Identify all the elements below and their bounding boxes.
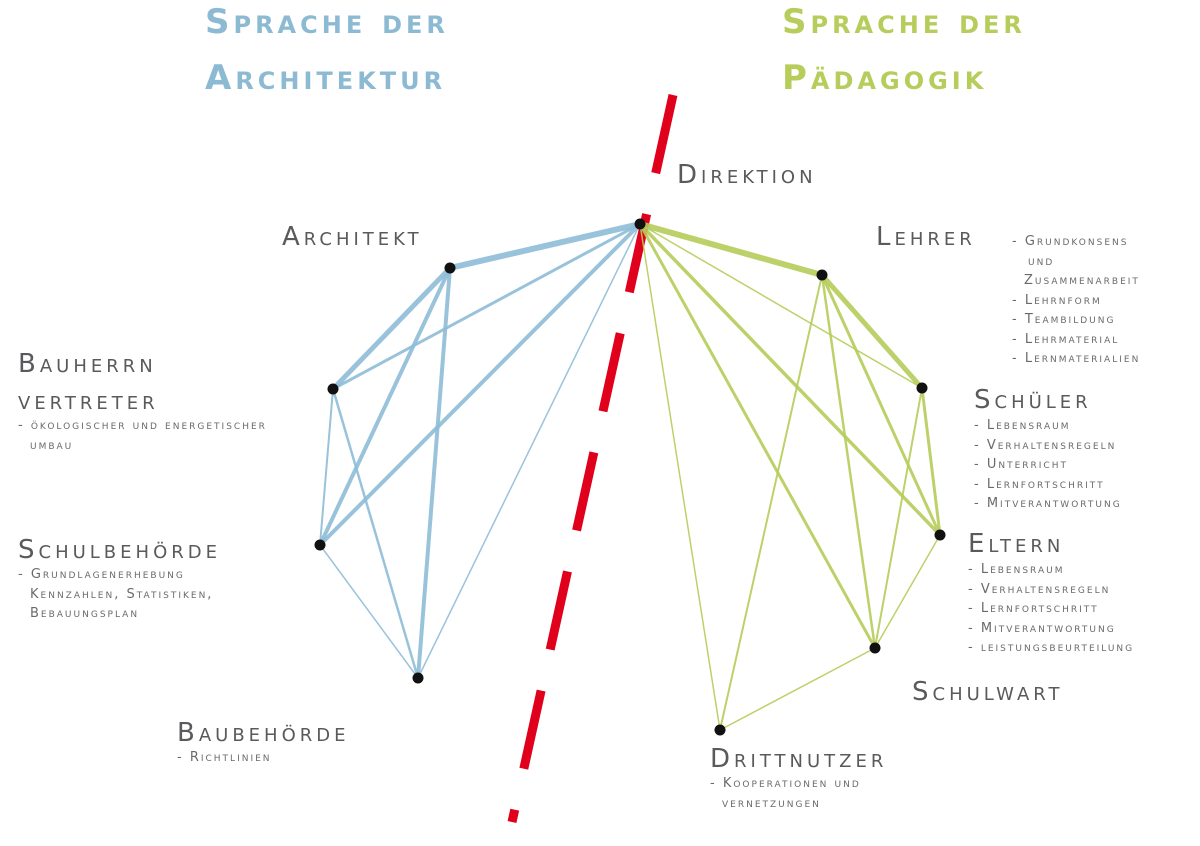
note: - Teambildung bbox=[1012, 312, 1116, 327]
label-schulbehoerde: Schulbehörde - Grundlagenerhebung Kennza… bbox=[18, 535, 221, 624]
note: - ökologischer und energetischer bbox=[18, 418, 267, 433]
note: - Richtlinien bbox=[177, 750, 272, 765]
node-dot-baubehoerde bbox=[412, 672, 424, 684]
edge-direktion-schulbehoerde bbox=[318, 222, 642, 547]
note: - leistungsbeurteilung bbox=[968, 640, 1135, 655]
node-name: Eltern bbox=[968, 529, 1065, 559]
node-dot-bauherrn bbox=[327, 383, 339, 395]
edge-schueler-schulwart bbox=[874, 387, 923, 649]
node-dot-drittnutzer bbox=[714, 724, 726, 736]
node-dot-lehrer bbox=[816, 269, 828, 281]
node-dot-direktion bbox=[634, 218, 646, 230]
note: - Mitverantwortung bbox=[968, 620, 1116, 636]
edge-direktion-architekt bbox=[447, 221, 643, 271]
note: - Lernfortschritt bbox=[974, 476, 1105, 492]
title-line: Sprache der bbox=[782, 2, 1026, 42]
label-schueler: Schüler - Lebensraum - Verhaltensregeln … bbox=[974, 384, 1122, 514]
edge-direktion-schulwart bbox=[638, 222, 877, 650]
node-name: Schüler bbox=[974, 385, 1092, 415]
edge-architekt-schulbehoerde bbox=[318, 266, 452, 547]
note: Zusammenarbeit bbox=[1024, 273, 1140, 288]
note: Bebauungsplan bbox=[30, 606, 140, 621]
edge-bauherrn-baubehoerde bbox=[331, 387, 420, 680]
title-architecture: Sprache der Architektur bbox=[205, 0, 449, 106]
label-architekt: Architekt bbox=[282, 222, 423, 252]
edge-schulbehoerde-baubehoerde bbox=[319, 544, 419, 679]
edge-architekt-bauherrn bbox=[330, 265, 453, 392]
node-dot-schulbehoerde bbox=[314, 539, 326, 551]
node-name: Baubehörde bbox=[177, 718, 350, 748]
note: und bbox=[1028, 253, 1055, 269]
note: - Lehrmaterial bbox=[1012, 331, 1120, 347]
edge-schueler-eltern bbox=[920, 386, 942, 537]
label-direktion: Direktion bbox=[677, 160, 817, 190]
note: vernetzungen bbox=[722, 795, 821, 811]
edge-lehrer-eltern bbox=[820, 273, 942, 537]
note: - Lebensraum bbox=[974, 418, 1071, 433]
node-name: vertreter bbox=[18, 386, 159, 416]
note: - Lebensraum bbox=[968, 562, 1065, 577]
node-name: Schulbehörde bbox=[18, 535, 221, 565]
edge-lehrer-schulwart bbox=[820, 273, 877, 650]
edge-direktion-lehrer bbox=[637, 221, 825, 278]
note: - Grundlagenerhebung bbox=[18, 567, 185, 582]
label-schulwart: Schulwart bbox=[912, 677, 1064, 707]
node-dot-eltern bbox=[934, 529, 946, 541]
edge-schulwart-drittnutzer bbox=[719, 647, 876, 731]
edge-direktion-bauherrn bbox=[331, 222, 642, 391]
edge-architekt-baubehoerde bbox=[416, 266, 452, 680]
edge-direktion-eltern bbox=[638, 222, 942, 537]
edge-lehrer-schueler bbox=[819, 272, 925, 391]
note: - Mitverantwortung bbox=[974, 496, 1122, 511]
node-name: Drittnutzer bbox=[710, 744, 888, 774]
note: - Verhaltensregeln bbox=[974, 437, 1117, 453]
node-dot-schueler bbox=[916, 382, 928, 394]
label-bauherrn: Bauherrn vertreter - ökologischer und en… bbox=[18, 342, 267, 455]
edge-direktion-schueler bbox=[639, 223, 923, 389]
title-line: Sprache der bbox=[205, 2, 449, 42]
title-line: Architektur bbox=[205, 58, 447, 98]
note: - Lehrnform bbox=[1012, 292, 1102, 308]
note: - Verhaltensregeln bbox=[968, 581, 1111, 597]
edge-lehrer-drittnutzer bbox=[719, 274, 823, 731]
title-line: Pädagogik bbox=[782, 58, 988, 98]
edge-bauherrn-schulbehoerde bbox=[319, 388, 334, 546]
notes-lehrer: - Grundkonsens und Zusammenarbeit - Lehr… bbox=[1012, 232, 1140, 369]
label-eltern: Eltern - Lebensraum - Verhaltensregeln -… bbox=[968, 528, 1134, 658]
node-dot-architekt bbox=[444, 262, 456, 274]
note: umbau bbox=[30, 437, 74, 453]
label-baubehoerde: Baubehörde - Richtlinien bbox=[177, 718, 350, 768]
edge-direktion-drittnutzer bbox=[639, 223, 721, 731]
node-dot-schulwart bbox=[869, 642, 881, 654]
note: - Kooperationen und bbox=[710, 776, 861, 791]
note: - Lernmaterialien bbox=[1012, 351, 1141, 366]
label-lehrer: Lehrer bbox=[876, 222, 976, 252]
note: - Lernfortschritt bbox=[968, 601, 1099, 616]
node-name: Bauherrn bbox=[18, 349, 157, 379]
note: - Unterricht bbox=[974, 457, 1068, 472]
note: Kennzahlen, Statistiken, bbox=[30, 586, 214, 602]
edge-direktion-baubehoerde bbox=[417, 223, 641, 679]
divider-line bbox=[507, 94, 678, 823]
label-drittnutzer: Drittnutzer - Kooperationen und vernetzu… bbox=[710, 744, 887, 813]
title-pedagogy: Sprache der Pädagogik bbox=[782, 0, 1026, 106]
edge-eltern-schulwart bbox=[874, 534, 941, 649]
note: - Grundkonsens bbox=[1012, 234, 1129, 249]
